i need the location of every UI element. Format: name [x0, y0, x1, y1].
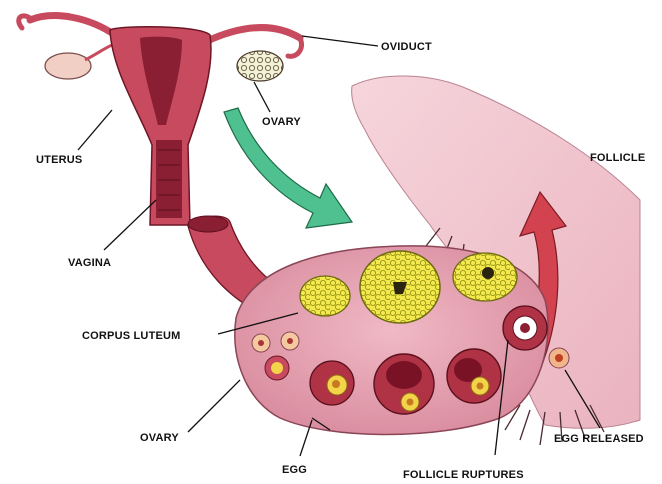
uterus-illustration [19, 16, 302, 225]
label-uterus: UTERUS [36, 154, 82, 166]
label-ovary-top: OVARY [262, 116, 301, 128]
label-follicle: FOLLICLE [590, 152, 645, 164]
label-vagina: VAGINA [68, 257, 111, 269]
label-egg-released: EGG RELEASED [554, 433, 644, 445]
label-ovary-bottom: OVARY [140, 432, 179, 444]
label-follicle-ruptures: FOLLICLE RUPTURES [403, 469, 524, 481]
label-oviduct: OVIDUCT [381, 41, 432, 53]
label-egg: EGG [282, 464, 307, 476]
label-corpus-luteum: CORPUS LUTEUM [82, 330, 181, 342]
